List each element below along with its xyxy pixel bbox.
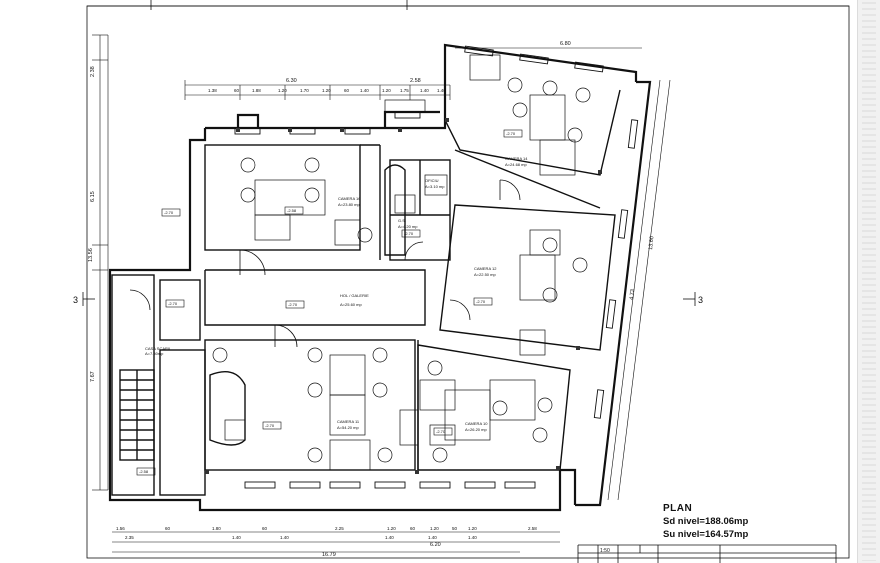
room-name-birou-lower-right: CAMERA 10	[465, 421, 488, 426]
dim-right-mid: 4.73	[629, 289, 636, 300]
room-name-birou-top-left: CAMERA 16	[338, 196, 361, 201]
door-swings	[129, 179, 521, 348]
level-mark-1: -2.58	[287, 208, 297, 213]
level-mark-10: -2.70	[404, 231, 414, 236]
furniture	[224, 54, 576, 471]
room-area-grup-sanitar: A=4.20 mp	[398, 224, 418, 229]
room-labels: CAMERA 16 A=23.80 mp CAMERA 14 A=24.68 m…	[145, 156, 528, 432]
plan-title: PLAN	[663, 503, 693, 514]
dim-bottom-7: 60	[410, 526, 416, 531]
dim-bottom-10: 1.20	[468, 526, 477, 531]
room-name-birou-main: CAMERA 11	[337, 419, 360, 424]
room-area-birou-upper-right: A=24.68 mp	[505, 162, 527, 167]
scale-note: 1:50	[600, 548, 610, 554]
dim-top-3: 1.88	[252, 88, 261, 93]
dim-left-lower: 7.67	[90, 371, 96, 382]
dim-bottom-8: 1.20	[430, 526, 439, 531]
dim-right-overall: 13.60	[648, 236, 655, 250]
room-area-casa-scarii: A=7.50mp	[145, 351, 164, 356]
title-block	[577, 544, 837, 563]
dim-upper-right-width: 6.80	[560, 41, 571, 47]
bottom-dimension-row: 1.56 60 1.80 60 2.25 1.20 60 1.20 50 1.2…	[116, 526, 537, 540]
level-mark-7: -2.70	[265, 423, 275, 428]
dim-bottom-9: 50	[452, 526, 458, 531]
dim-bottom-overall: 16.79	[322, 552, 336, 558]
section-line	[82, 0, 696, 306]
dim-top-12: 1.40	[437, 88, 446, 93]
dim-top-10: 1.75	[400, 88, 409, 93]
room-area-hol: A=25.60 mp	[340, 302, 362, 307]
level-marks: -2.58 -2.70 -2.70 -2.70 -2.70 -2.70 -2.7…	[136, 129, 523, 476]
dim-top-8: 1.40	[360, 88, 369, 93]
scrollbar-track-pattern	[862, 2, 876, 561]
room-area-oficiu: A=3.10 mp	[425, 184, 445, 189]
dim-bottom2-2: 1.40	[232, 535, 241, 540]
level-mark-5: -2.70	[164, 210, 174, 215]
dim-bottom-3: 1.80	[212, 526, 221, 531]
dim-bottom-11: 2.58	[528, 526, 537, 531]
level-mark-4: -2.70	[288, 302, 298, 307]
level-mark-9: -2.58	[139, 469, 149, 474]
room-area-birou-right: A=22.50 mp	[474, 272, 496, 277]
dim-top-overall-right: 2.58	[410, 78, 421, 84]
room-name-birou-right: CAMERA 12	[474, 266, 497, 271]
room-area-birou-lower-right: A=26.20 mp	[465, 427, 487, 432]
vertical-scrollbar[interactable]	[857, 0, 880, 563]
room-name-grup-sanitar: G.S.	[398, 218, 406, 223]
drawing-frame	[86, 5, 850, 559]
dim-top-5: 1.70	[300, 88, 309, 93]
dim-top-2: 60	[234, 88, 240, 93]
dim-top-7: 60	[344, 88, 350, 93]
room-name-casa-scarii: CASA SCARII	[145, 346, 170, 351]
dim-top-9: 1.20	[382, 88, 391, 93]
dim-top-11: 1.40	[420, 88, 429, 93]
columns	[205, 118, 602, 474]
room-area-birou-main: A=54.20 mp	[337, 425, 359, 430]
level-mark-2: -2.70	[506, 131, 516, 136]
dimension-lines	[92, 34, 671, 553]
room-name-birou-upper-right: CAMERA 14	[505, 156, 528, 161]
section-marker-left: 3	[73, 295, 78, 305]
dim-bottom-6: 1.20	[387, 526, 396, 531]
dim-left-overall: 13.56	[88, 248, 94, 262]
dim-left-upper: 2.38	[90, 66, 96, 77]
dim-bottom-1: 1.56	[116, 526, 125, 531]
dim-bottom2-4: 1.40	[385, 535, 394, 540]
usable-area-label: Sd nivel=188.06mp	[663, 516, 749, 527]
dim-bottom-2: 60	[165, 526, 171, 531]
dim-top-6: 1.20	[322, 88, 331, 93]
top-dimension-row: 1.38 60 1.88 1.20 1.70 1.20 60 1.40 1.20…	[208, 88, 446, 93]
room-name-oficiu: OFICIU	[425, 178, 439, 183]
dim-top-overall: 6.30	[286, 78, 297, 84]
net-area-label: Su nivel=164.57mp	[663, 529, 749, 540]
exterior-walls	[108, 43, 652, 512]
dim-top-4: 1.20	[278, 88, 287, 93]
dim-bottom2-6: 1.40	[468, 535, 477, 540]
dim-bottom2-5: 1.40	[428, 535, 437, 540]
dim-bottom-mid: 6.20	[430, 542, 441, 548]
level-mark-8: -2.70	[436, 429, 446, 434]
dim-bottom2-1: 2.35	[125, 535, 134, 540]
dim-bottom-4: 60	[262, 526, 268, 531]
level-mark-3: -2.70	[476, 299, 486, 304]
windows	[234, 45, 639, 489]
dim-bottom-5: 2.25	[335, 526, 344, 531]
chairs	[212, 77, 591, 463]
dim-top-1: 1.38	[208, 88, 217, 93]
room-area-birou-top-left: A=23.80 mp	[338, 202, 360, 207]
dimension-labels: 6.30 2.58 6.80 16.79 6.20 13.56 2.38 6.1…	[88, 41, 655, 558]
dim-left-mid: 6.15	[90, 191, 96, 202]
dim-bottom2-3: 1.40	[280, 535, 289, 540]
room-name-hol: HOL / GALERIE	[340, 293, 369, 298]
section-marker-right: 3	[698, 295, 703, 305]
level-mark-6: -2.70	[168, 301, 178, 306]
